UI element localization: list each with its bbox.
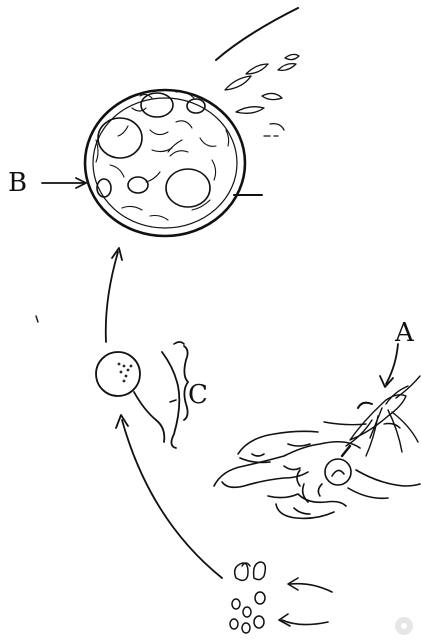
label-b: B	[8, 170, 27, 196]
arrows-to-oocysts	[279, 578, 332, 626]
cell-vacuole	[141, 93, 173, 117]
stage-c-forms	[96, 342, 188, 448]
cell-vacuole	[97, 179, 111, 197]
cell-vacuole	[166, 169, 210, 207]
insect	[324, 376, 420, 456]
cell-vacuole	[98, 118, 142, 158]
hand	[214, 431, 420, 518]
faint-speck	[398, 620, 410, 632]
arrow-b	[42, 178, 86, 188]
oocyst-cluster	[230, 562, 265, 633]
arrow-c-to-b	[106, 248, 122, 342]
stray-mark	[36, 316, 38, 322]
nucleus-stipple	[118, 363, 132, 382]
label-a: A	[395, 320, 414, 346]
hand-and-insect	[214, 344, 420, 518]
infected-cell	[85, 8, 299, 236]
cell-vacuole	[128, 177, 148, 193]
label-c: C	[188, 382, 208, 408]
arrow-oocyst-to-c	[116, 415, 222, 578]
cell-vacuole	[187, 99, 205, 113]
